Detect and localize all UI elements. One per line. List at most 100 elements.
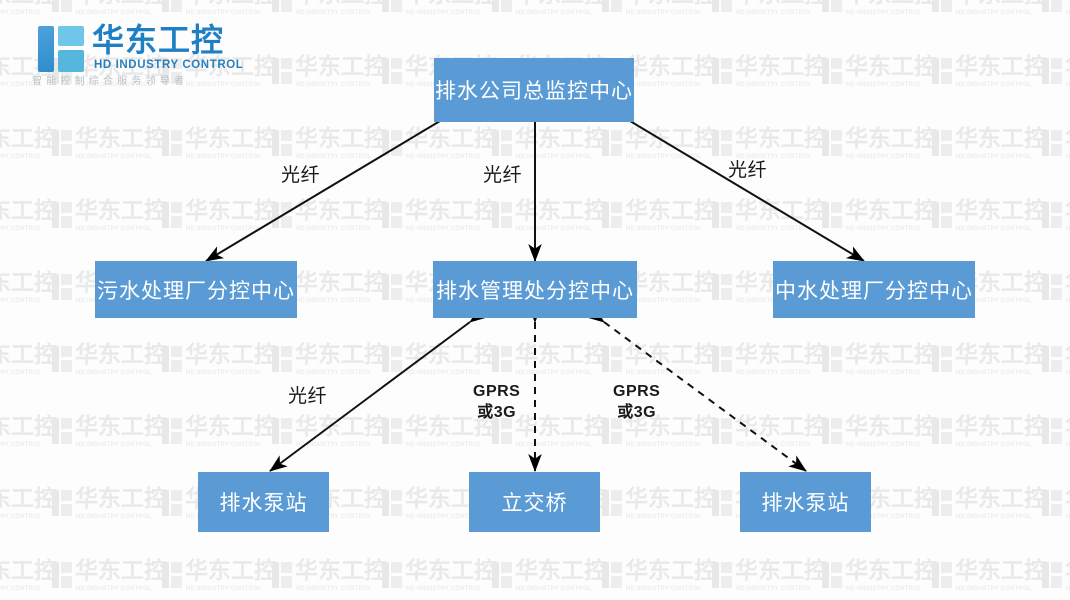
watermark-mark-icon	[1042, 490, 1062, 516]
edge-label-fiber-1: 光纤	[281, 164, 321, 186]
watermark-cn-text: 华东工控	[1065, 558, 1070, 584]
watermark-cn-text: 华东工控	[845, 558, 937, 584]
node-bottom-left[interactable]: 排水泵站	[198, 472, 329, 532]
watermark-mark-icon	[1042, 130, 1062, 156]
watermark-mark-icon	[712, 490, 732, 516]
watermark-mark-icon	[932, 418, 952, 444]
watermark-en-text: HD INDUSTRY CONTROL	[186, 82, 262, 88]
watermark-en-text: HD INDUSTRY CONTROL	[846, 442, 922, 448]
watermark-en-text: HD INDUSTRY CONTROL	[76, 154, 152, 160]
node-bottom-right[interactable]: 排水泵站	[740, 472, 871, 532]
watermark-cn-text: 华东工控	[295, 54, 387, 80]
watermark-en-text: HD INDUSTRY CONTROL	[76, 226, 152, 232]
watermark-en-text: HD INDUSTRY CONTROL	[516, 442, 592, 448]
watermark-en-text: HD INDUSTRY CONTROL	[0, 586, 42, 592]
watermark-en-text: HD INDUSTRY CONTROL	[1066, 514, 1070, 520]
watermark-en-text: HD INDUSTRY CONTROL	[76, 586, 152, 592]
watermark-mark-icon	[162, 562, 182, 588]
watermark-mark-icon	[932, 58, 952, 84]
watermark-cn-text: 华东工控	[295, 558, 387, 584]
watermark-en-text: HD INDUSTRY CONTROL	[626, 82, 702, 88]
watermark-mark-icon	[1042, 562, 1062, 588]
watermark-cn-text: 华东工控	[75, 198, 167, 224]
watermark-cn-text: 华东工控	[75, 342, 167, 368]
gprs-line-2: 或3G	[617, 404, 657, 421]
watermark-mark-icon	[1042, 346, 1062, 372]
watermark-cn-text: 华东工控	[625, 486, 717, 512]
watermark-cn-text: 华东工控	[295, 270, 387, 296]
watermark-en-text: HD INDUSTRY CONTROL	[846, 586, 922, 592]
watermark-en-text: HD INDUSTRY CONTROL	[846, 514, 922, 520]
watermark-en-text: HD INDUSTRY CONTROL	[516, 586, 592, 592]
node-label: 立交桥	[501, 491, 568, 515]
gprs-line-1: GPRS	[473, 383, 521, 400]
watermark-en-text: HD INDUSTRY CONTROL	[406, 586, 482, 592]
watermark-mark-icon	[492, 130, 512, 156]
watermark-cn-text: 华东工控	[75, 0, 167, 8]
watermark-mark-icon	[1042, 274, 1062, 300]
watermark-mark-icon	[602, 490, 622, 516]
edge-office-to-pump-station-left	[269, 306, 488, 472]
node-mid-right[interactable]: 中水处理厂分控中心	[773, 261, 975, 318]
edge-label-fiber-4: 光纤	[288, 385, 328, 407]
watermark-en-text: HD INDUSTRY CONTROL	[76, 514, 152, 520]
watermark-en-text: HD INDUSTRY CONTROL	[296, 10, 372, 16]
watermark-cn-text: 华东工控	[1065, 342, 1070, 368]
watermark-en-text: HD INDUSTRY CONTROL	[956, 226, 1032, 232]
watermark-cn-text: 华东工控	[1065, 486, 1070, 512]
watermark-en-text: HD INDUSTRY CONTROL	[516, 10, 592, 16]
watermark-en-text: HD INDUSTRY CONTROL	[846, 226, 922, 232]
watermark-en-text: HD INDUSTRY CONTROL	[846, 82, 922, 88]
watermark-mark-icon	[492, 346, 512, 372]
watermark-mark-icon	[162, 202, 182, 228]
watermark-mark-icon	[822, 346, 842, 372]
logo-tagline: 智能控制综合服务领导者	[32, 76, 189, 87]
watermark-en-text: HD INDUSTRY CONTROL	[516, 226, 592, 232]
watermark-mark-icon	[382, 0, 402, 12]
edge-label-gprs-1: GPRS 或3G	[473, 381, 520, 423]
watermark-en-text: HD INDUSTRY CONTROL	[846, 154, 922, 160]
watermark-en-text: HD INDUSTRY CONTROL	[1066, 442, 1070, 448]
watermark-cn-text: 华东工控	[625, 0, 717, 8]
edge-label-fiber-3: 光纤	[728, 159, 768, 181]
watermark-en-text: HD INDUSTRY CONTROL	[296, 514, 372, 520]
watermark-cn-text: 华东工控	[0, 342, 57, 368]
node-mid-left[interactable]: 污水处理厂分控中心	[95, 261, 297, 318]
watermark-mark-icon	[932, 202, 952, 228]
node-top-center[interactable]: 排水公司总监控中心	[434, 58, 634, 122]
watermark-cn-text: 华东工控	[1065, 414, 1070, 440]
watermark-mark-icon	[162, 58, 182, 84]
watermark-cn-text: 华东工控	[185, 558, 277, 584]
watermark-mark-icon	[162, 490, 182, 516]
watermark-mark-icon	[52, 202, 72, 228]
watermark-cn-text: 华东工控	[0, 414, 57, 440]
watermark-cn-text: 华东工控	[625, 270, 717, 296]
watermark-en-text: HD INDUSTRY CONTROL	[1066, 10, 1070, 16]
watermark-en-text: HD INDUSTRY CONTROL	[956, 154, 1032, 160]
watermark-cn-text: 华东工控	[735, 54, 827, 80]
watermark-mark-icon	[712, 274, 732, 300]
watermark-cn-text: 华东工控	[0, 558, 57, 584]
node-mid-center[interactable]: 排水管理处分控中心	[433, 261, 637, 318]
node-bottom-center[interactable]: 立交桥	[469, 472, 600, 532]
watermark-cn-text: 华东工控	[0, 486, 57, 512]
watermark-cn-text: 华东工控	[75, 126, 167, 152]
node-label: 排水公司总监控中心	[435, 79, 633, 103]
